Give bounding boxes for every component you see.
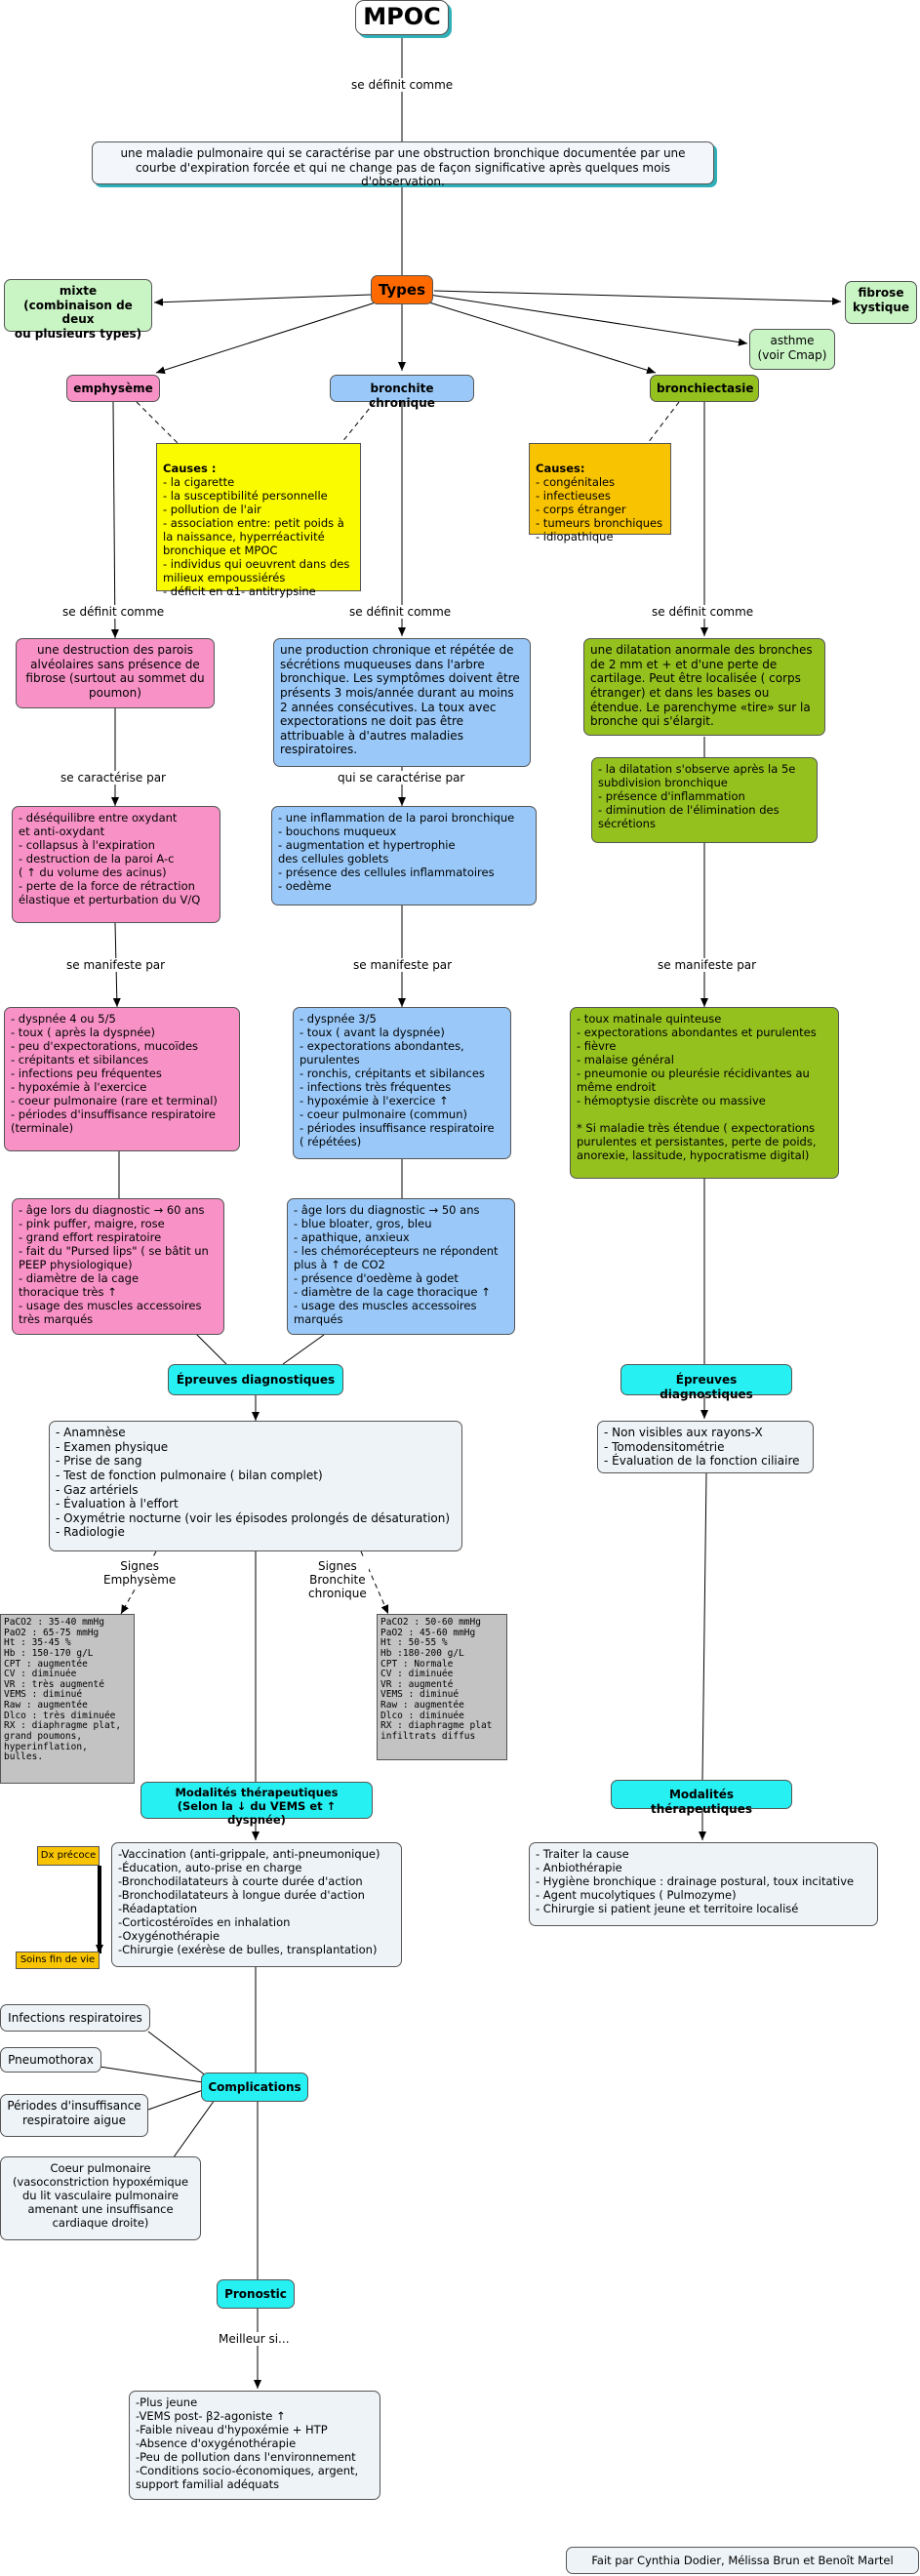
traitement-bronchiectasie-list: - Traiter la cause - Anbiothérapie - Hyg…: [529, 1842, 878, 1926]
label-se-definit-comme: se définit comme: [349, 78, 456, 92]
bronchiectasie-manifestations: - toux matinale quinteuse - expectoratio…: [570, 1007, 839, 1179]
emphyseme-caracteristiques: - déséquilibre entre oxydant et anti-oxy…: [12, 806, 220, 923]
modalites-therapeutiques: Modalités thérapeutiques (Selon la ↓ du …: [140, 1782, 373, 1827]
label-emph-se-caracterise: se caractérise par: [59, 771, 168, 785]
emphyseme-definition: une destruction des parois alvéolaires s…: [16, 638, 215, 708]
label-emph-se-definit: se définit comme: [60, 605, 167, 619]
epreuves-bronchiectasie-list: - Non visibles aux rayons-X - Tomodensit…: [597, 1421, 814, 1473]
epreuves-diagnostiques-node: Épreuves diagnostiques: [168, 1364, 343, 1395]
type-asthme: asthme (voir Cmap): [749, 329, 835, 370]
credits-box: Fait par Cynthia Dodier, Mélissa Brun et…: [566, 2547, 919, 2574]
causes-emphyseme: Causes :- la cigarette - la susceptibili…: [156, 443, 361, 598]
label-bronchite-se-manifeste: se manifeste par: [351, 958, 455, 972]
bronchite-profil: - âge lors du diagnostic → 50 ans - blue…: [287, 1198, 515, 1335]
label-emph-se-manifeste: se manifeste par: [64, 958, 168, 972]
bronchiectasie-detail: - la dilatation s'observe après la 5e su…: [591, 757, 818, 843]
soins-fin-de-vie-tag: Soins fin de vie: [16, 1952, 100, 1969]
epreuves-diagnostiques-bronchiect: Épreuves diagnostiques: [620, 1364, 792, 1401]
causes-bronchiectasie-list: - congénitales - infectieuses - corps ét…: [536, 475, 663, 544]
label-signes-emphyseme: Signes Emphysème: [101, 1559, 179, 1587]
emphyseme-profil: - âge lors du diagnostic → 60 ans - pink…: [12, 1198, 224, 1335]
label-signes-bronchite: Signes Bronchite chronique: [306, 1559, 369, 1600]
label-meilleur-si: Meilleur si...: [217, 2332, 292, 2346]
causes-emphyseme-list: - la cigarette - la susceptibilité perso…: [163, 475, 350, 599]
emphyseme-manifestations: - dyspnée 4 ou 5/5 - toux ( après la dys…: [4, 1007, 240, 1151]
bronchite-manifestations: - dyspnée 3/5 - toux ( avant la dyspnée)…: [293, 1007, 511, 1159]
pronostic-node: Pronostic: [217, 2279, 295, 2309]
label-bronchite-se-caracterise: qui se caractérise par: [336, 771, 467, 785]
epreuves-list: - Anamnèse - Examen physique - Prise de …: [49, 1421, 462, 1551]
label-bronchite-se-definit: se définit comme: [347, 605, 454, 619]
definition-box: une maladie pulmonaire qui se caractéris…: [92, 141, 714, 188]
type-bronchiectasie: bronchiectasie: [650, 375, 759, 402]
bronchiectasie-definition: une dilatation anormale des bronches de …: [583, 638, 825, 736]
labs-bronchite: PaCO2 : 50-60 mmHg PaO2 : 45-60 mmHg Ht …: [377, 1614, 507, 1760]
type-emphyseme: emphysème: [66, 375, 160, 402]
label-bronchiect-se-manifeste: se manifeste par: [656, 958, 759, 972]
complication-infections: Infections respiratoires: [0, 2004, 150, 2032]
bronchite-caracteristiques: - une inflammation de la paroi bronchiqu…: [271, 806, 537, 906]
traitement-list: -Vaccination (anti-grippale, anti-pneumo…: [111, 1842, 402, 1967]
causes-bronchiectasie-title: Causes:: [536, 462, 585, 476]
modalites-therapeutiques-bronchiect: Modalités thérapeutiques: [611, 1780, 792, 1816]
labs-emphyseme: PaCO2 : 35-40 mmHg PaO2 : 65-75 mmHg Ht …: [0, 1614, 135, 1784]
bronchite-definition: une production chronique et répétée de s…: [273, 638, 531, 767]
complication-pneumothorax: Pneumothorax: [0, 2047, 101, 2073]
type-bronchite-chronique: bronchite chronique: [330, 375, 474, 410]
complication-periodes-insuffisance: Périodes d'insuffisance respiratoire aig…: [0, 2094, 148, 2137]
complications-node: Complications: [201, 2073, 308, 2102]
label-bronchiect-se-definit: se définit comme: [650, 605, 756, 619]
pronostic-list: -Plus jeune -VEMS post- β2-agoniste ↑ -F…: [129, 2391, 380, 2500]
complication-coeur-pulmonaire: Coeur pulmonaire (vasoconstriction hypox…: [0, 2156, 201, 2240]
title-mpoc: MPOC: [355, 0, 449, 35]
dx-precoce-tag: Dx précoce: [37, 1846, 100, 1866]
type-fibrose-kystique: fibrose kystique: [845, 281, 917, 324]
types-node: Types: [371, 275, 433, 304]
causes-bronchiectasie: Causes:- congénitales - infectieuses - c…: [529, 443, 671, 543]
causes-emphyseme-title: Causes :: [163, 462, 217, 476]
type-mixte: mixte (combinaison de deux ou plusieurs …: [4, 279, 152, 341]
